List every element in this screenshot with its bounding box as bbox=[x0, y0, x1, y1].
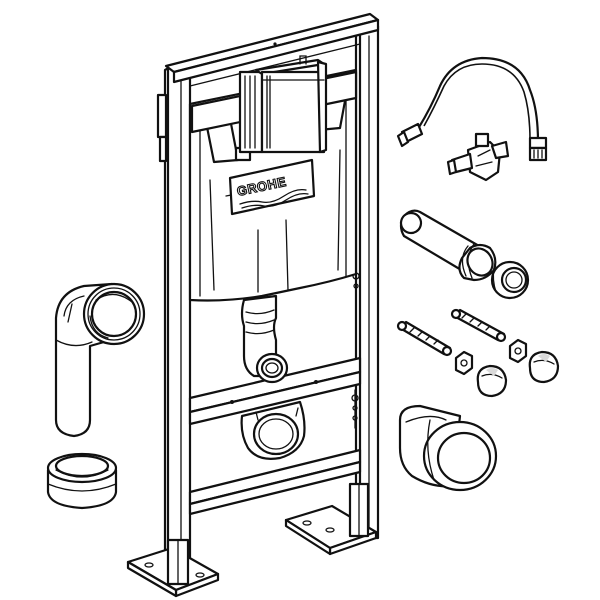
installation-frame bbox=[156, 12, 380, 588]
valve-front bbox=[260, 70, 326, 154]
frame-top-rail bbox=[164, 12, 380, 74]
angle-valve-body bbox=[466, 140, 502, 182]
frame-clip-upper bbox=[156, 93, 168, 139]
threaded-rod-upper bbox=[450, 308, 507, 343]
frame-low-rail-face bbox=[188, 460, 362, 516]
cistern-outlet-elbow bbox=[240, 294, 289, 384]
frame-left-post bbox=[166, 64, 192, 588]
cap-nut-left bbox=[476, 364, 508, 398]
seal-ring bbox=[490, 260, 530, 300]
angle-valve-outlet bbox=[490, 140, 510, 160]
nut-left-body bbox=[454, 350, 474, 376]
hex-nut-right bbox=[508, 338, 528, 364]
hose-fitting-right bbox=[528, 136, 548, 150]
brand-logo-badge bbox=[228, 158, 316, 216]
valve-left-cage bbox=[238, 70, 264, 154]
drain-bend bbox=[54, 282, 146, 438]
frame-clip-lower bbox=[158, 135, 168, 163]
frame-mid-rail-face bbox=[188, 370, 362, 426]
cap-nut-left-body bbox=[476, 364, 508, 398]
angle-valve bbox=[446, 132, 510, 182]
frame-top-rail-face bbox=[172, 18, 380, 84]
cap-nut-right bbox=[528, 350, 560, 384]
drain-bend-socket-inner bbox=[90, 290, 138, 338]
hex-nut-left bbox=[454, 350, 474, 376]
valve-side bbox=[316, 60, 328, 154]
threaded-rod-lower bbox=[396, 320, 453, 357]
pipe-connector bbox=[46, 452, 118, 510]
angle-valve-stem bbox=[474, 132, 490, 148]
connection-sleeve bbox=[398, 404, 498, 492]
hose-line bbox=[414, 56, 540, 144]
cap-nut-right-body bbox=[528, 350, 560, 384]
flush-pipe bbox=[399, 209, 497, 282]
floor-foot-right bbox=[284, 482, 378, 556]
flush-valve-box bbox=[238, 55, 328, 154]
drain-bracket-ring bbox=[252, 412, 300, 456]
nut-right-body bbox=[508, 338, 528, 364]
braided-hose bbox=[396, 56, 548, 162]
drain-opening-bracket bbox=[240, 400, 306, 460]
floor-foot-left bbox=[126, 538, 220, 598]
sleeve-inner bbox=[436, 431, 492, 485]
